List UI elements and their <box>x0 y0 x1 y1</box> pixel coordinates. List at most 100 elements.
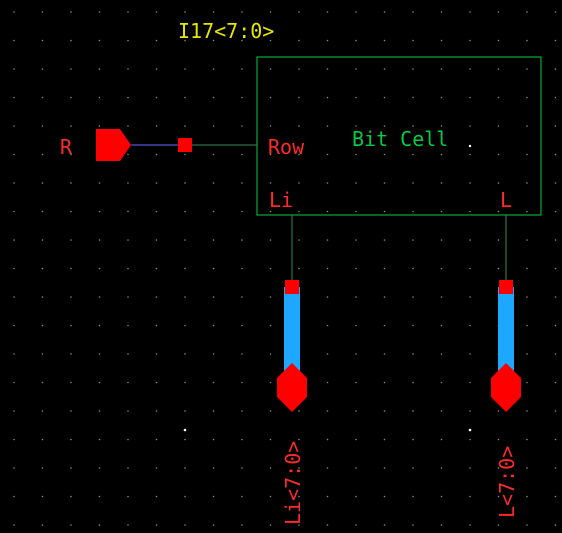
li-bus-wire[interactable] <box>284 287 300 371</box>
grid-dot <box>383 182 386 184</box>
row-pin-label: Row <box>268 135 305 159</box>
grid-dot <box>269 153 272 156</box>
grid-dot <box>469 96 471 99</box>
l-pin-label: L <box>500 188 512 212</box>
grid-dot <box>412 11 414 13</box>
grid-dot <box>127 68 129 70</box>
grid-dot <box>412 324 414 327</box>
r-input-pin-icon[interactable] <box>96 129 131 161</box>
grid-dot <box>212 524 215 526</box>
grid-dot <box>355 296 357 298</box>
grid-dot <box>440 96 443 99</box>
li-bus-label: Li<7:0> <box>281 441 305 525</box>
grid-dot <box>440 210 443 213</box>
grid-dot <box>497 467 500 469</box>
grid-dot <box>355 125 357 127</box>
grid-dot <box>13 210 15 213</box>
grid-dot <box>241 239 243 241</box>
bit-cell-instance-box[interactable] <box>256 56 542 216</box>
grid-dot <box>412 153 414 156</box>
grid-dot <box>127 324 129 327</box>
grid-dot <box>127 267 129 270</box>
grid-dot <box>212 182 215 184</box>
grid-dot <box>497 495 500 498</box>
grid-dot <box>298 467 300 469</box>
grid-dot <box>526 96 528 99</box>
grid-dot <box>184 210 186 213</box>
grid-dot <box>355 68 357 70</box>
grid-dot <box>469 11 471 13</box>
grid-dot <box>184 524 186 526</box>
grid-dot <box>13 495 15 498</box>
grid-dot <box>298 524 300 526</box>
grid-dot <box>70 353 72 355</box>
l-bus-label: L<7:0> <box>495 446 519 518</box>
grid-dot <box>41 153 44 156</box>
grid-dot <box>184 267 186 270</box>
grid-dot <box>298 39 300 42</box>
grid-dot <box>469 125 471 127</box>
grid-dot <box>412 353 414 355</box>
grid-dot <box>98 125 101 127</box>
grid-dot <box>241 96 243 99</box>
grid-dot <box>70 153 72 156</box>
grid-dot <box>526 239 528 241</box>
l-bus-pin-icon[interactable] <box>491 363 521 412</box>
grid-dot <box>554 210 557 213</box>
grid-dot <box>326 410 329 412</box>
grid-dot <box>184 239 186 241</box>
grid-dot <box>98 267 101 270</box>
li-bus-pin-icon[interactable] <box>277 363 307 412</box>
grid-dot <box>127 353 129 355</box>
grid-dot <box>127 182 129 184</box>
l-bus-wire[interactable] <box>498 287 514 371</box>
grid-dot <box>127 381 129 384</box>
grid-dot <box>70 296 72 298</box>
grid-dot <box>155 467 158 469</box>
grid-dot <box>212 239 215 241</box>
grid-dot <box>269 410 272 412</box>
grid-dot <box>212 324 215 327</box>
grid-dot <box>383 353 386 355</box>
grid-dot <box>355 353 357 355</box>
grid-dot <box>269 467 272 469</box>
origin-dot <box>468 428 472 432</box>
grid-dot <box>269 353 272 355</box>
grid-dot <box>298 495 300 498</box>
grid-dot <box>41 524 44 526</box>
grid-dot <box>440 381 443 384</box>
grid-dot <box>355 39 357 42</box>
grid-dot <box>241 467 243 469</box>
grid-dot <box>298 210 300 213</box>
grid-dot <box>526 125 528 127</box>
grid-dot <box>326 324 329 327</box>
grid-dot <box>98 467 101 469</box>
grid-dot <box>326 96 329 99</box>
grid-dot <box>383 39 386 42</box>
grid-dot <box>298 11 300 13</box>
grid-dot <box>13 324 15 327</box>
grid-dot <box>554 39 557 42</box>
grid-dot <box>13 182 15 184</box>
grid-dot <box>497 438 500 441</box>
grid-dot <box>13 381 15 384</box>
grid-dot <box>326 524 329 526</box>
grid-dot <box>355 381 357 384</box>
grid-dot <box>497 267 500 270</box>
grid-dot <box>41 239 44 241</box>
grid-dot <box>70 182 72 184</box>
grid-dot <box>98 410 101 412</box>
grid-dot <box>440 11 443 13</box>
grid-dot <box>383 68 386 70</box>
grid-dot <box>298 96 300 99</box>
grid-dot <box>526 267 528 270</box>
grid-dot <box>155 438 158 441</box>
grid-dot <box>155 296 158 298</box>
grid-dot <box>326 11 329 13</box>
grid-dot <box>269 182 272 184</box>
grid-dot <box>554 267 557 270</box>
grid-dot <box>127 410 129 412</box>
grid-dot <box>155 210 158 213</box>
grid-dot <box>526 296 528 298</box>
